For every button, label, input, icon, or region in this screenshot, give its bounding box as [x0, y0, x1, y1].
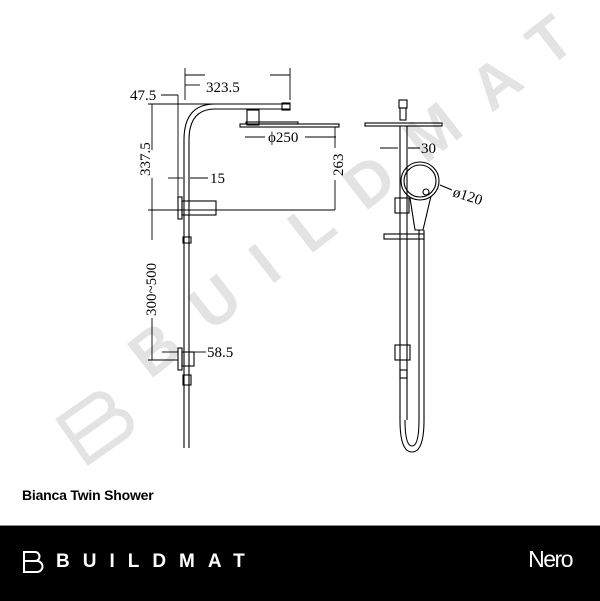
footer-bar [0, 525, 600, 601]
product-title: Bianca Twin Shower [22, 487, 154, 503]
hand-shower-head [400, 161, 440, 201]
svg-text:ϕ250: ϕ250 [268, 130, 298, 146]
svg-text:30: 30 [421, 141, 436, 157]
watermark: BUILDMAT [55, 0, 600, 466]
front-view [364, 99, 453, 453]
svg-text:300~500: 300~500 [144, 263, 160, 316]
buildmat-logo-icon [23, 551, 44, 573]
svg-text:15: 15 [210, 171, 225, 187]
partner-logo: Nero [528, 546, 573, 572]
svg-text:ø120: ø120 [451, 185, 484, 209]
svg-text:323.5: 323.5 [206, 80, 240, 96]
buildmat-logo: BUILDMAT [22, 550, 258, 574]
svg-text:58.5: 58.5 [207, 345, 233, 361]
dimension-lines [148, 68, 336, 361]
svg-text:263: 263 [331, 154, 347, 177]
svg-text:47.5: 47.5 [130, 88, 156, 104]
side-view-rail [177, 102, 340, 448]
brand-name: BUILDMAT [56, 551, 258, 572]
technical-drawing: BUILDMAT [55, 0, 600, 466]
svg-text:337.5: 337.5 [138, 142, 154, 176]
